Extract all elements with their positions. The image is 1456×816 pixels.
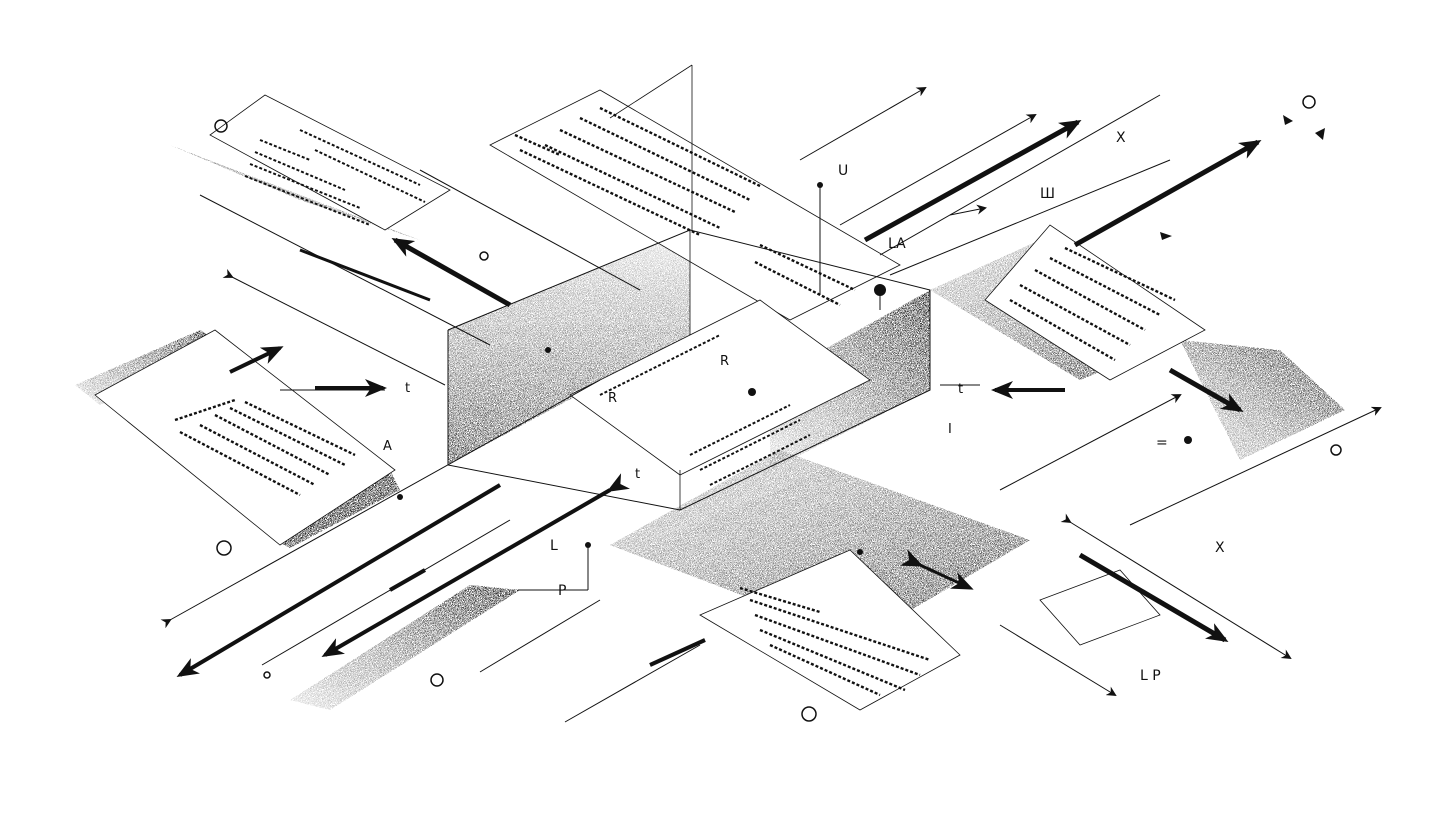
glyph-label: LA xyxy=(888,236,906,252)
document-text-lines xyxy=(1009,246,1176,362)
pin-icon xyxy=(748,388,756,396)
triangle-marker-icon xyxy=(1283,115,1293,125)
document-text-lines xyxy=(244,129,426,226)
guide-line xyxy=(1129,406,1382,526)
guide-line xyxy=(879,94,1161,256)
document-icon xyxy=(699,549,961,711)
guide-line xyxy=(222,268,446,386)
box-left-face xyxy=(448,230,690,465)
guide-line xyxy=(839,114,1037,226)
circle-marker-icon xyxy=(801,706,817,722)
arrow-icon xyxy=(649,638,706,667)
document-center xyxy=(569,299,871,486)
triangle-marker-icon xyxy=(1160,232,1172,240)
document-nw xyxy=(209,94,451,231)
glyph-label: L xyxy=(550,538,558,554)
arrow-icon xyxy=(229,346,284,374)
document-n xyxy=(489,89,901,321)
document-icon xyxy=(984,224,1206,381)
guide-line xyxy=(419,169,641,291)
pin-icon xyxy=(545,347,551,353)
circle-marker-icon xyxy=(479,251,489,261)
documents xyxy=(94,89,1206,711)
arrow-icon xyxy=(899,549,974,590)
guide-line xyxy=(564,644,701,723)
glyph-label: t xyxy=(635,467,640,482)
document-icon xyxy=(1039,569,1161,646)
pin-icon xyxy=(817,182,823,188)
guide-line xyxy=(799,87,927,161)
guide-line xyxy=(889,159,1171,276)
circle-marker-icon xyxy=(430,673,444,687)
pin-icon xyxy=(397,494,403,500)
circle-marker-icon xyxy=(1302,95,1316,109)
glyph-label: R xyxy=(720,354,729,369)
glyph-label: X xyxy=(1116,130,1126,146)
arrow-icon xyxy=(1078,552,1229,643)
pin-icon xyxy=(1184,436,1192,444)
guide-line xyxy=(999,394,1182,491)
circle-marker-icon xyxy=(1330,444,1342,456)
guide-line xyxy=(999,624,1117,697)
guide-line xyxy=(479,599,601,673)
glyph-labels: U Ш X LA R t I A R L P X L P = t t xyxy=(383,130,1225,684)
glyph-label: R xyxy=(608,391,617,406)
arrow-icon xyxy=(299,248,431,302)
document-w xyxy=(94,329,396,546)
document-icon xyxy=(569,299,871,476)
guide-line xyxy=(199,194,491,346)
pin-icon xyxy=(585,542,591,548)
document-text-lines xyxy=(174,398,356,497)
floor-shadow-south xyxy=(610,450,1030,640)
pin-icon xyxy=(857,549,863,555)
glyph-label: = xyxy=(1156,435,1168,451)
glyph-label: P xyxy=(558,583,566,599)
guide-line xyxy=(1060,513,1292,660)
document-icon xyxy=(94,329,396,546)
markers xyxy=(397,115,1325,555)
arrow-icon xyxy=(391,237,512,308)
glyph-label: t xyxy=(405,381,410,396)
glyph-label: L P xyxy=(1140,668,1161,684)
document-text-lines xyxy=(739,586,931,697)
arrow-icon xyxy=(321,473,631,658)
south-west-band xyxy=(290,585,520,710)
triangle-marker-icon xyxy=(1315,128,1325,140)
glyph-label: t xyxy=(958,382,963,397)
document-text-lines xyxy=(514,106,856,307)
circle-marker-icon xyxy=(214,119,228,133)
arrow-icon xyxy=(863,119,1082,243)
document-icon xyxy=(209,94,451,231)
arrow-icon xyxy=(1073,139,1262,248)
document-text-lines xyxy=(599,334,811,486)
document-se xyxy=(1039,569,1161,646)
pin-icon xyxy=(874,284,886,296)
east-corner-shadow xyxy=(1180,340,1345,460)
glyph-label: Ш xyxy=(1040,186,1055,202)
glyph-label: U xyxy=(838,163,848,179)
document-icon xyxy=(489,89,901,321)
circle-markers xyxy=(214,95,1342,722)
guide-line xyxy=(949,204,987,216)
arrow-icon xyxy=(389,568,426,592)
glyph-label: X xyxy=(1215,540,1225,556)
circle-marker-icon xyxy=(263,671,271,679)
document-s xyxy=(699,549,961,711)
circle-marker-icon xyxy=(216,540,232,556)
glyph-label: A xyxy=(383,439,392,454)
arrow-icon xyxy=(1168,367,1244,413)
document-e xyxy=(984,224,1206,381)
bold-arrows xyxy=(176,119,1262,678)
glyph-label: I xyxy=(948,422,952,437)
